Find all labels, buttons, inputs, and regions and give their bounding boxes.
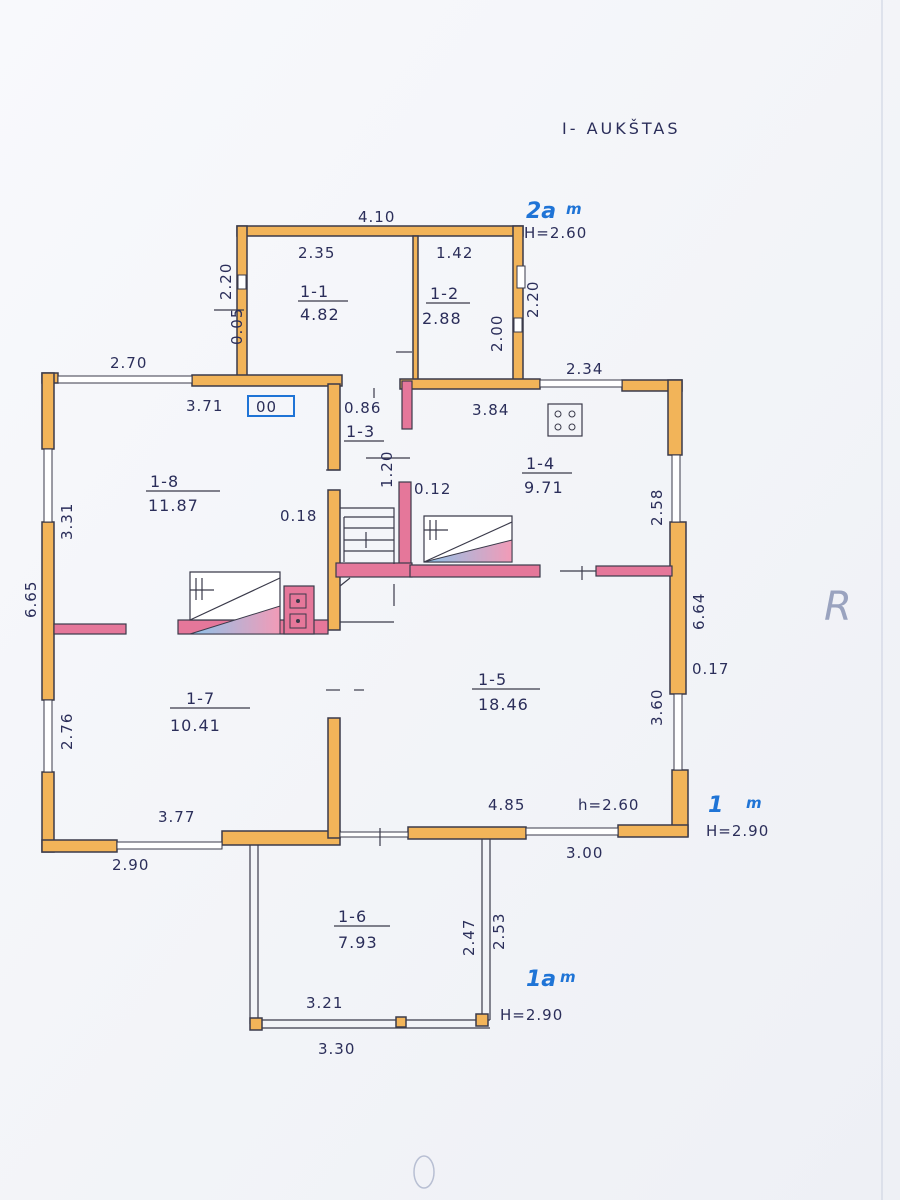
room-area: 11.87	[148, 496, 199, 515]
door-lines	[214, 309, 596, 846]
room-area: 9.71	[524, 478, 564, 497]
dim-room1-left-b: 0.05	[228, 308, 246, 345]
room-1-8: 1-8 11.87	[146, 472, 220, 515]
dim-room4-width: 3.84	[472, 401, 509, 419]
room-number: 1-2	[430, 284, 459, 303]
room-1-7: 1-7 10.41	[170, 689, 250, 735]
dim-stair-gap: 0.12	[414, 480, 451, 498]
room-area: 10.41	[170, 716, 221, 735]
unit-suffix: m	[746, 794, 762, 812]
room-area: 4.82	[300, 305, 340, 324]
dim-left-top-width: 2.70	[110, 354, 147, 372]
room-area: 7.93	[338, 933, 378, 952]
dim-right-overall: 6.64	[690, 593, 708, 630]
windows	[43, 265, 683, 850]
margin-mark: R	[824, 584, 852, 630]
dim-bottom-right-width: 3.00	[566, 844, 603, 862]
floor-label: I- AUKŠTAS	[562, 119, 681, 138]
room-1-3: 1-3	[344, 422, 384, 442]
dim-top-overall: 4.10	[358, 208, 395, 226]
room-1-2: 1-2 2.88	[422, 284, 470, 328]
dim-porch-inner-width: 3.21	[306, 994, 343, 1012]
dim-room2-right-b: 2.00	[488, 315, 506, 352]
dim-porch-inner-a: 2.47	[460, 919, 478, 956]
stove	[283, 585, 315, 635]
unit-suffix: m	[566, 200, 582, 218]
staircase-room4	[423, 515, 513, 563]
dim-room5-height: 3.60	[648, 689, 666, 726]
unit-number: 1a	[526, 967, 556, 992]
room-number: 1-4	[526, 454, 555, 473]
window-box: 00	[247, 395, 295, 417]
dim-room4-height: 2.58	[648, 489, 666, 526]
room-area: 2.88	[422, 309, 462, 328]
room-number: 1-1	[300, 282, 329, 301]
unit-height: H=2.90	[706, 822, 769, 840]
room-area: 18.46	[478, 695, 529, 714]
room-number: 1-6	[338, 907, 367, 926]
dim-corridor-width: 0.86	[344, 399, 381, 417]
room-1-1: 1-1 4.82	[298, 282, 348, 324]
dim-bottom-left-width: 2.90	[112, 856, 149, 874]
dim-room7-width: 3.77	[158, 808, 195, 826]
porch	[249, 839, 491, 1031]
dimension-labels: 4.10 2.35 1.42 2.20 0.05 2.20 2.00 2.70 …	[22, 208, 729, 1058]
room-number: 1-5	[478, 670, 507, 689]
dim-partition: 0.18	[280, 507, 317, 525]
pencil-mark	[413, 1155, 435, 1189]
unit-annotation-lower-right: 1 m H=2.90	[706, 793, 769, 840]
dim-room1-width: 2.35	[298, 244, 335, 262]
dim-room8-height: 3.31	[58, 503, 76, 540]
dim-porch-outer-width: 3.30	[318, 1040, 355, 1058]
dim-left-overall: 6.65	[22, 581, 40, 618]
dim-room2-right-a: 2.20	[524, 281, 542, 318]
room-number: 1-7	[186, 689, 215, 708]
room-number: 1-3	[346, 422, 375, 441]
staircase-central	[340, 507, 395, 564]
dim-room5-width: 4.85	[488, 796, 525, 814]
dim-room7-height: 2.76	[58, 713, 76, 750]
unit-height: H=2.90	[500, 1006, 563, 1024]
dim-stair-height: 1.20	[378, 451, 396, 488]
dim-room2-width: 1.42	[436, 244, 473, 262]
unit-number: 2a	[526, 199, 556, 224]
cooktop	[547, 403, 583, 437]
dim-room1-left-a: 2.20	[217, 263, 235, 300]
unit-height: H=2.60	[524, 224, 587, 242]
unit-suffix: m	[560, 968, 576, 986]
dim-right-top-width: 2.34	[566, 360, 603, 378]
window-box-label: 00	[256, 398, 277, 416]
dim-porch-inner-b: 2.53	[490, 913, 508, 950]
room-number: 1-8	[150, 472, 179, 491]
unit-number: 1	[708, 793, 723, 818]
unit-annotation-porch: 1a m H=2.90	[500, 967, 576, 1024]
room-1-6: 1-6 7.93	[334, 907, 390, 952]
dim-right-offset: 0.17	[692, 660, 729, 678]
dim-room5-h: h=2.60	[578, 796, 639, 814]
dim-room8-width: 3.71	[186, 397, 223, 415]
unit-annotation-upper: 2a m H=2.60	[524, 199, 587, 242]
room-1-5: 1-5 18.46	[472, 670, 540, 714]
room-1-4: 1-4 9.71	[522, 454, 572, 497]
staircase-room8	[189, 571, 281, 635]
